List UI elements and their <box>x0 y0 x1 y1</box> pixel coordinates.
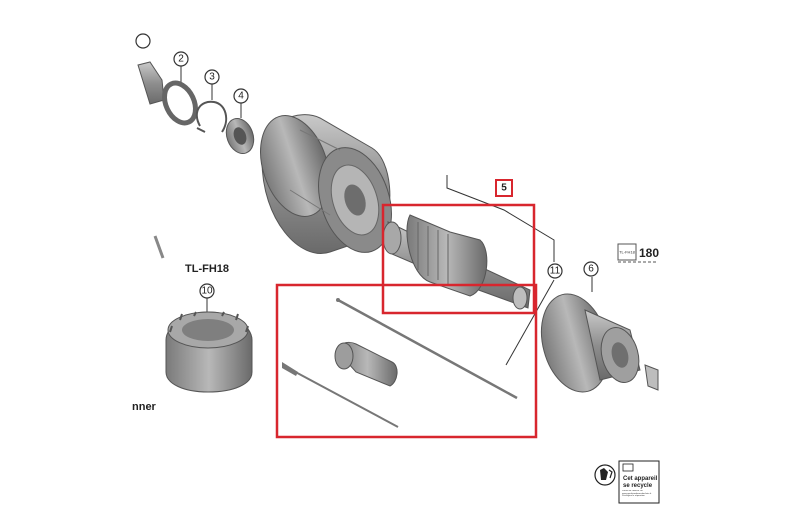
highlight-box-freehub <box>381 203 536 315</box>
tool-box-label: TL-FH18 <box>619 250 636 255</box>
callout-11: 11 <box>547 263 563 279</box>
callout-10: 10 <box>199 283 215 299</box>
part-3-snap-ring <box>195 84 228 133</box>
recycle-info-icon <box>618 460 660 504</box>
highlight-box-axle <box>275 283 538 439</box>
partial-word-label: nner <box>132 401 157 413</box>
callout-5: 5 <box>495 179 513 197</box>
leader-lines-11 <box>446 175 555 366</box>
torque-value: 180 <box>639 246 659 260</box>
callout-5-text: 5 <box>501 183 507 194</box>
tool-name-label: TL-FH18 <box>185 263 229 275</box>
callout-6: 6 <box>583 261 599 277</box>
part-1-edge <box>135 33 165 105</box>
part-2-ring <box>162 66 198 126</box>
triman-logo <box>594 464 616 486</box>
callout-6-text: 6 <box>588 264 594 275</box>
recycle-notice: Cet appareil se recycle Points de collec… <box>594 460 660 504</box>
callout-11-text: 11 <box>550 266 561 277</box>
recycle-small-text: Points de collecte sur www.quefairedemes… <box>622 490 652 498</box>
callout-2-text: 2 <box>178 54 184 65</box>
callout-3: 3 <box>204 69 220 85</box>
part-6-freehub-body <box>540 277 659 393</box>
tool-spec-group: TL-FH18 180 <box>617 243 659 263</box>
callout-4: 4 <box>233 88 249 104</box>
axle-components <box>282 298 518 428</box>
tool-tl-fh18: TL-FH18 nner <box>132 235 253 413</box>
callout-4-text: 4 <box>238 91 244 102</box>
recycle-line1: Cet appareil <box>623 476 658 482</box>
callout-3-text: 3 <box>209 72 215 83</box>
freehub-axle-assembly <box>382 214 531 310</box>
part-4-bearing <box>225 103 255 154</box>
callout-10-text: 10 <box>201 286 213 297</box>
hub-shell <box>260 114 392 254</box>
callout-2: 2 <box>173 51 189 67</box>
recycle-line2: se recycle <box>623 483 653 489</box>
recycle-small-text-wrap: Points de collecte sur www.quefairedemes… <box>622 490 652 498</box>
